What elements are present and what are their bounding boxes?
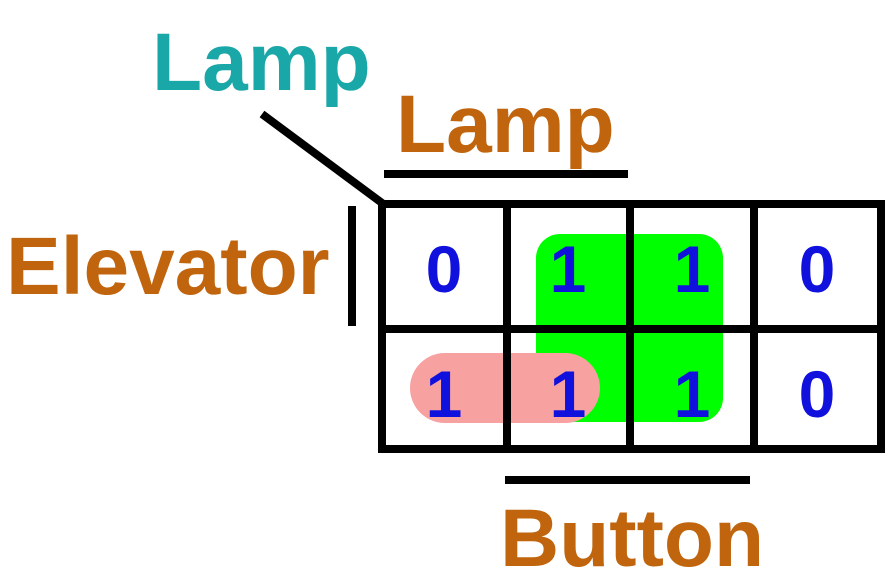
button-column-label: Button	[500, 493, 765, 584]
kmap-cell-value: 1	[674, 357, 711, 431]
lamp-column-label: Lamp	[396, 79, 615, 170]
kmap-cell-value: 1	[674, 232, 711, 306]
kmap-grid	[378, 200, 885, 453]
kmap-cell-value: 0	[426, 232, 463, 306]
lamp-diagonal-line	[259, 110, 389, 210]
kmap-cell-value: 1	[550, 232, 587, 306]
elevator-row-label: Elevator	[6, 221, 330, 312]
kmap-cell-value: 0	[799, 232, 836, 306]
lamp-diagonal-label: Lamp	[152, 17, 371, 108]
kmap-cell-value: 0	[799, 357, 836, 431]
kmap-cell-value: 1	[426, 357, 463, 431]
kmap-cell-value: 1	[550, 357, 587, 431]
